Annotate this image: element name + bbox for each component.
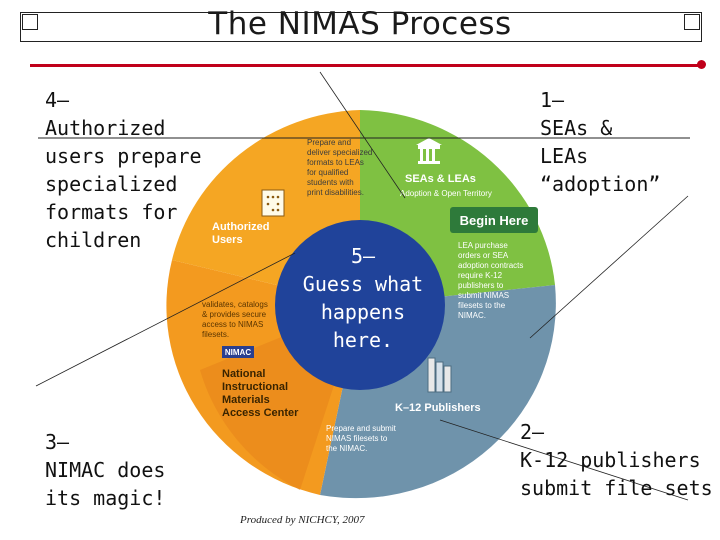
begin-here-tab <box>450 207 538 233</box>
nimac-line: validates, catalogs <box>202 300 268 309</box>
authorized-label-line: Users <box>212 234 243 246</box>
nimac-label-line: Materials <box>222 394 270 406</box>
begin-here-label: Begin Here <box>460 213 529 228</box>
publishers-line: NIMAS filesets to <box>326 434 388 443</box>
nimac-label-line: National <box>222 368 265 380</box>
publishers-books-icon <box>427 357 452 393</box>
nimac-label: National Instructional Materials Access … <box>222 368 299 419</box>
nimac-logo-text: NIMAC <box>225 348 251 357</box>
seas-line: for qualified <box>307 168 348 177</box>
seas-line: deliver specialized <box>307 148 372 157</box>
publishers-label: K–12 Publishers <box>395 402 481 414</box>
authorized-users-label: Authorized Users <box>212 221 269 246</box>
title-rule-dot <box>697 60 706 69</box>
nimac-label-line: Instructional <box>222 381 288 393</box>
nimac-description: validates, catalogs & provides secure ac… <box>202 300 268 339</box>
diagonal-bottom <box>439 419 689 501</box>
center-circle <box>275 220 445 390</box>
diagonal-top-right <box>319 71 406 199</box>
nimac-line: access to NIMAS <box>202 320 263 329</box>
nimac-line: & provides secure <box>202 310 267 319</box>
lea-line: orders or SEA <box>458 251 509 260</box>
lea-line: NIMAC. <box>458 311 486 320</box>
step4-caption: 4— Authorized users prepare specialized … <box>45 88 202 252</box>
step5-caption: 5— Guess what happens here. <box>302 244 424 352</box>
step2-caption: 2— K-12 publishers submit file sets <box>520 420 713 500</box>
title-frame <box>20 12 702 42</box>
lea-line: LEA purchase <box>458 241 508 250</box>
corner-box-right <box>684 14 700 30</box>
seas-line: formats to LEAs <box>307 158 364 167</box>
braille-page-icon <box>261 189 285 217</box>
lea-description: LEA purchase orders or SEA adoption cont… <box>458 241 523 320</box>
diagonal-right <box>529 195 689 339</box>
seas-building-icon <box>416 138 442 164</box>
seas-line: students with <box>307 178 354 187</box>
seas-line: Prepare and <box>307 138 351 147</box>
seas-description: Prepare and deliver specialized formats … <box>307 138 372 197</box>
nimac-logo <box>222 346 254 358</box>
seas-line: print disabilities. <box>307 188 364 197</box>
lea-line: submit NIMAS <box>458 291 509 300</box>
title-rule <box>30 64 700 67</box>
diagonal-top-left <box>35 252 296 387</box>
seas-leas-sublabel: Adoption & Open Territory <box>400 189 492 198</box>
nimac-label-line: Access Center <box>222 407 299 419</box>
nimac-line: filesets. <box>202 330 229 339</box>
lea-line: filesets to the <box>458 301 506 310</box>
step3-caption: 3— NIMAC does its magic! <box>45 430 166 510</box>
step1-caption: 1— SEAs & LEAs “adoption” <box>540 88 661 196</box>
slide-title: The NIMAS Process <box>208 6 512 42</box>
lea-line: adoption contracts <box>458 261 523 270</box>
seas-leas-label: SEAs & LEAs <box>405 173 476 185</box>
corner-box-left <box>22 14 38 30</box>
publishers-line: Prepare and submit <box>326 424 397 433</box>
credit-line: Produced by NICHCY, 2007 <box>240 514 365 526</box>
publishers-line: the NIMAC. <box>326 444 367 453</box>
lea-line: publishers to <box>458 281 504 290</box>
authorized-label-line: Authorized <box>212 221 269 233</box>
publishers-description: Prepare and submit NIMAS filesets to the… <box>326 424 397 453</box>
lea-line: require K-12 <box>458 271 503 280</box>
